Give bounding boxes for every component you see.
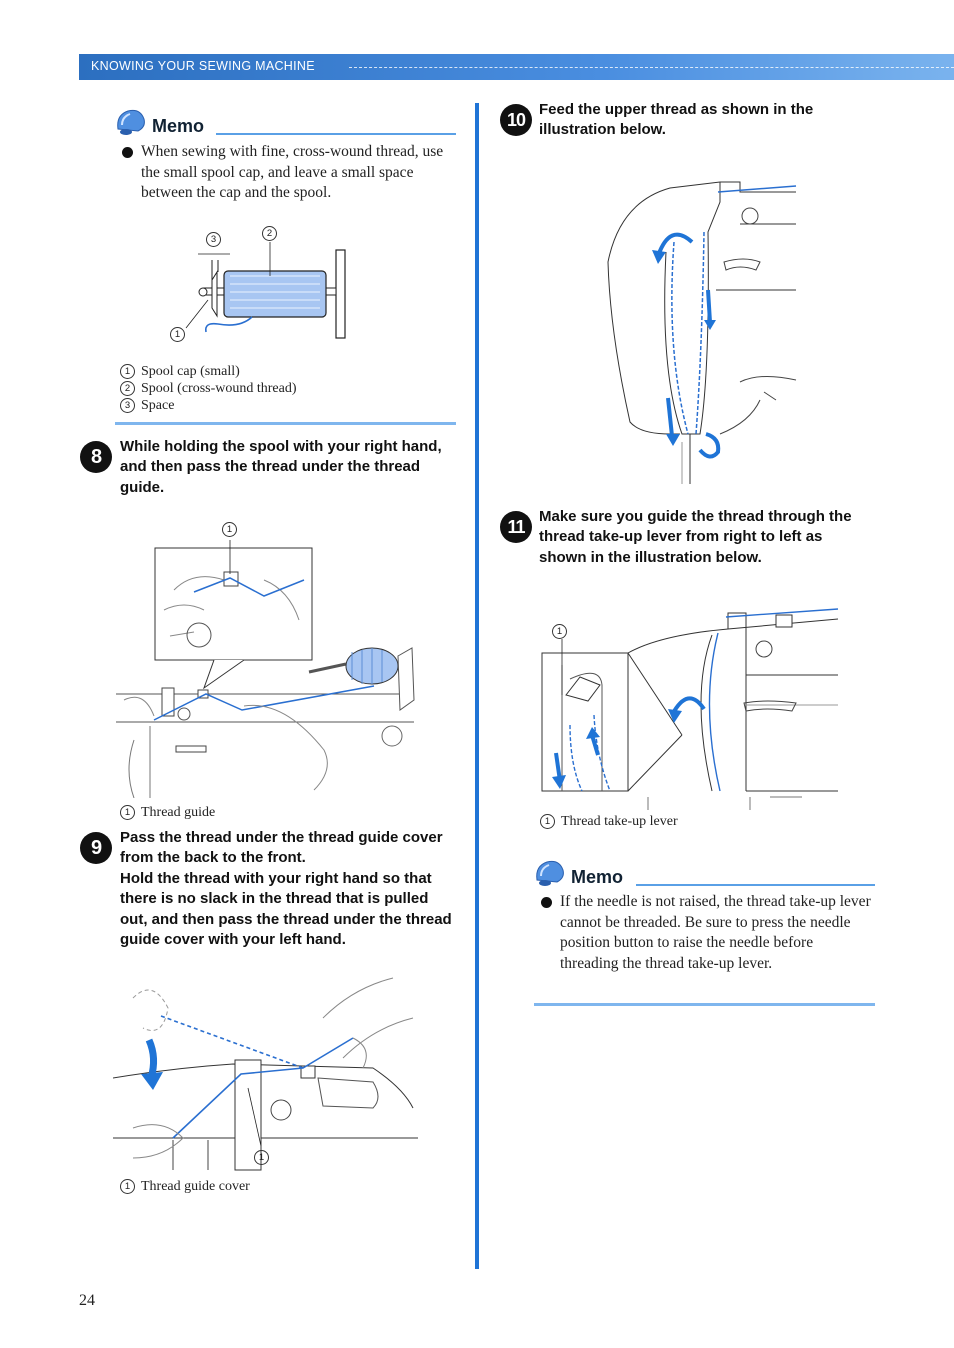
- memo-title-2: Memo: [571, 867, 624, 887]
- bullet-dot-2: [541, 897, 552, 908]
- upper-thread-path-illustration: [607, 181, 797, 484]
- bullet-dot: [122, 147, 133, 158]
- memo-2-bullet-text: If the needle is not raised, the thread …: [560, 893, 871, 972]
- callout-thread-guide: 1: [222, 522, 237, 537]
- thread-guide-cover-illustration: [113, 977, 418, 1171]
- take-up-lever-illustration: [541, 608, 839, 810]
- step-11-text: Make sure you guide the thread through t…: [539, 508, 852, 566]
- callout-take-up-lever: 1: [552, 624, 567, 639]
- step-9-text-b: Hold the thread with your right hand so …: [120, 870, 452, 948]
- callout-thread-guide-cover: 1: [254, 1150, 269, 1165]
- step-8-text: While holding the spool with your right …: [120, 438, 442, 496]
- memo-bell-icon: [536, 860, 564, 886]
- section-header-bar: KNOWING YOUR SEWING MACHINE: [79, 54, 954, 80]
- step-number-10: 10: [500, 104, 532, 136]
- step-number-9: 9: [80, 832, 112, 864]
- memo-bottom-rule-2: [534, 1003, 875, 1006]
- memo-bullet-text: When sewing with fine, cross-wound threa…: [141, 143, 444, 201]
- callout-2: 2: [262, 226, 277, 241]
- thread-guide-illustration: [116, 540, 415, 798]
- memo-rule: [216, 133, 456, 135]
- step-number-8: 8: [80, 441, 112, 473]
- page-number: 24: [79, 1292, 95, 1309]
- memo-heading-2: Memo: [533, 858, 623, 888]
- callout-1: 1: [170, 327, 185, 342]
- step-number-11: 11: [500, 511, 532, 543]
- memo-bell-icon: [117, 109, 145, 135]
- section-title: KNOWING YOUR SEWING MACHINE: [91, 59, 315, 73]
- header-rule: [349, 67, 954, 68]
- memo-title: Memo: [152, 116, 205, 136]
- callout-3: 3: [206, 232, 221, 247]
- column-divider: [475, 103, 479, 1269]
- spool-cap-illustration: [185, 242, 346, 339]
- step-9-text-a: Pass the thread under the thread guide c…: [120, 829, 443, 867]
- memo-bottom-rule: [115, 422, 456, 425]
- memo-rule-2: [636, 884, 875, 886]
- step-10-text: Feed the upper thread as shown in the il…: [539, 101, 814, 139]
- memo-heading: Memo: [114, 107, 204, 137]
